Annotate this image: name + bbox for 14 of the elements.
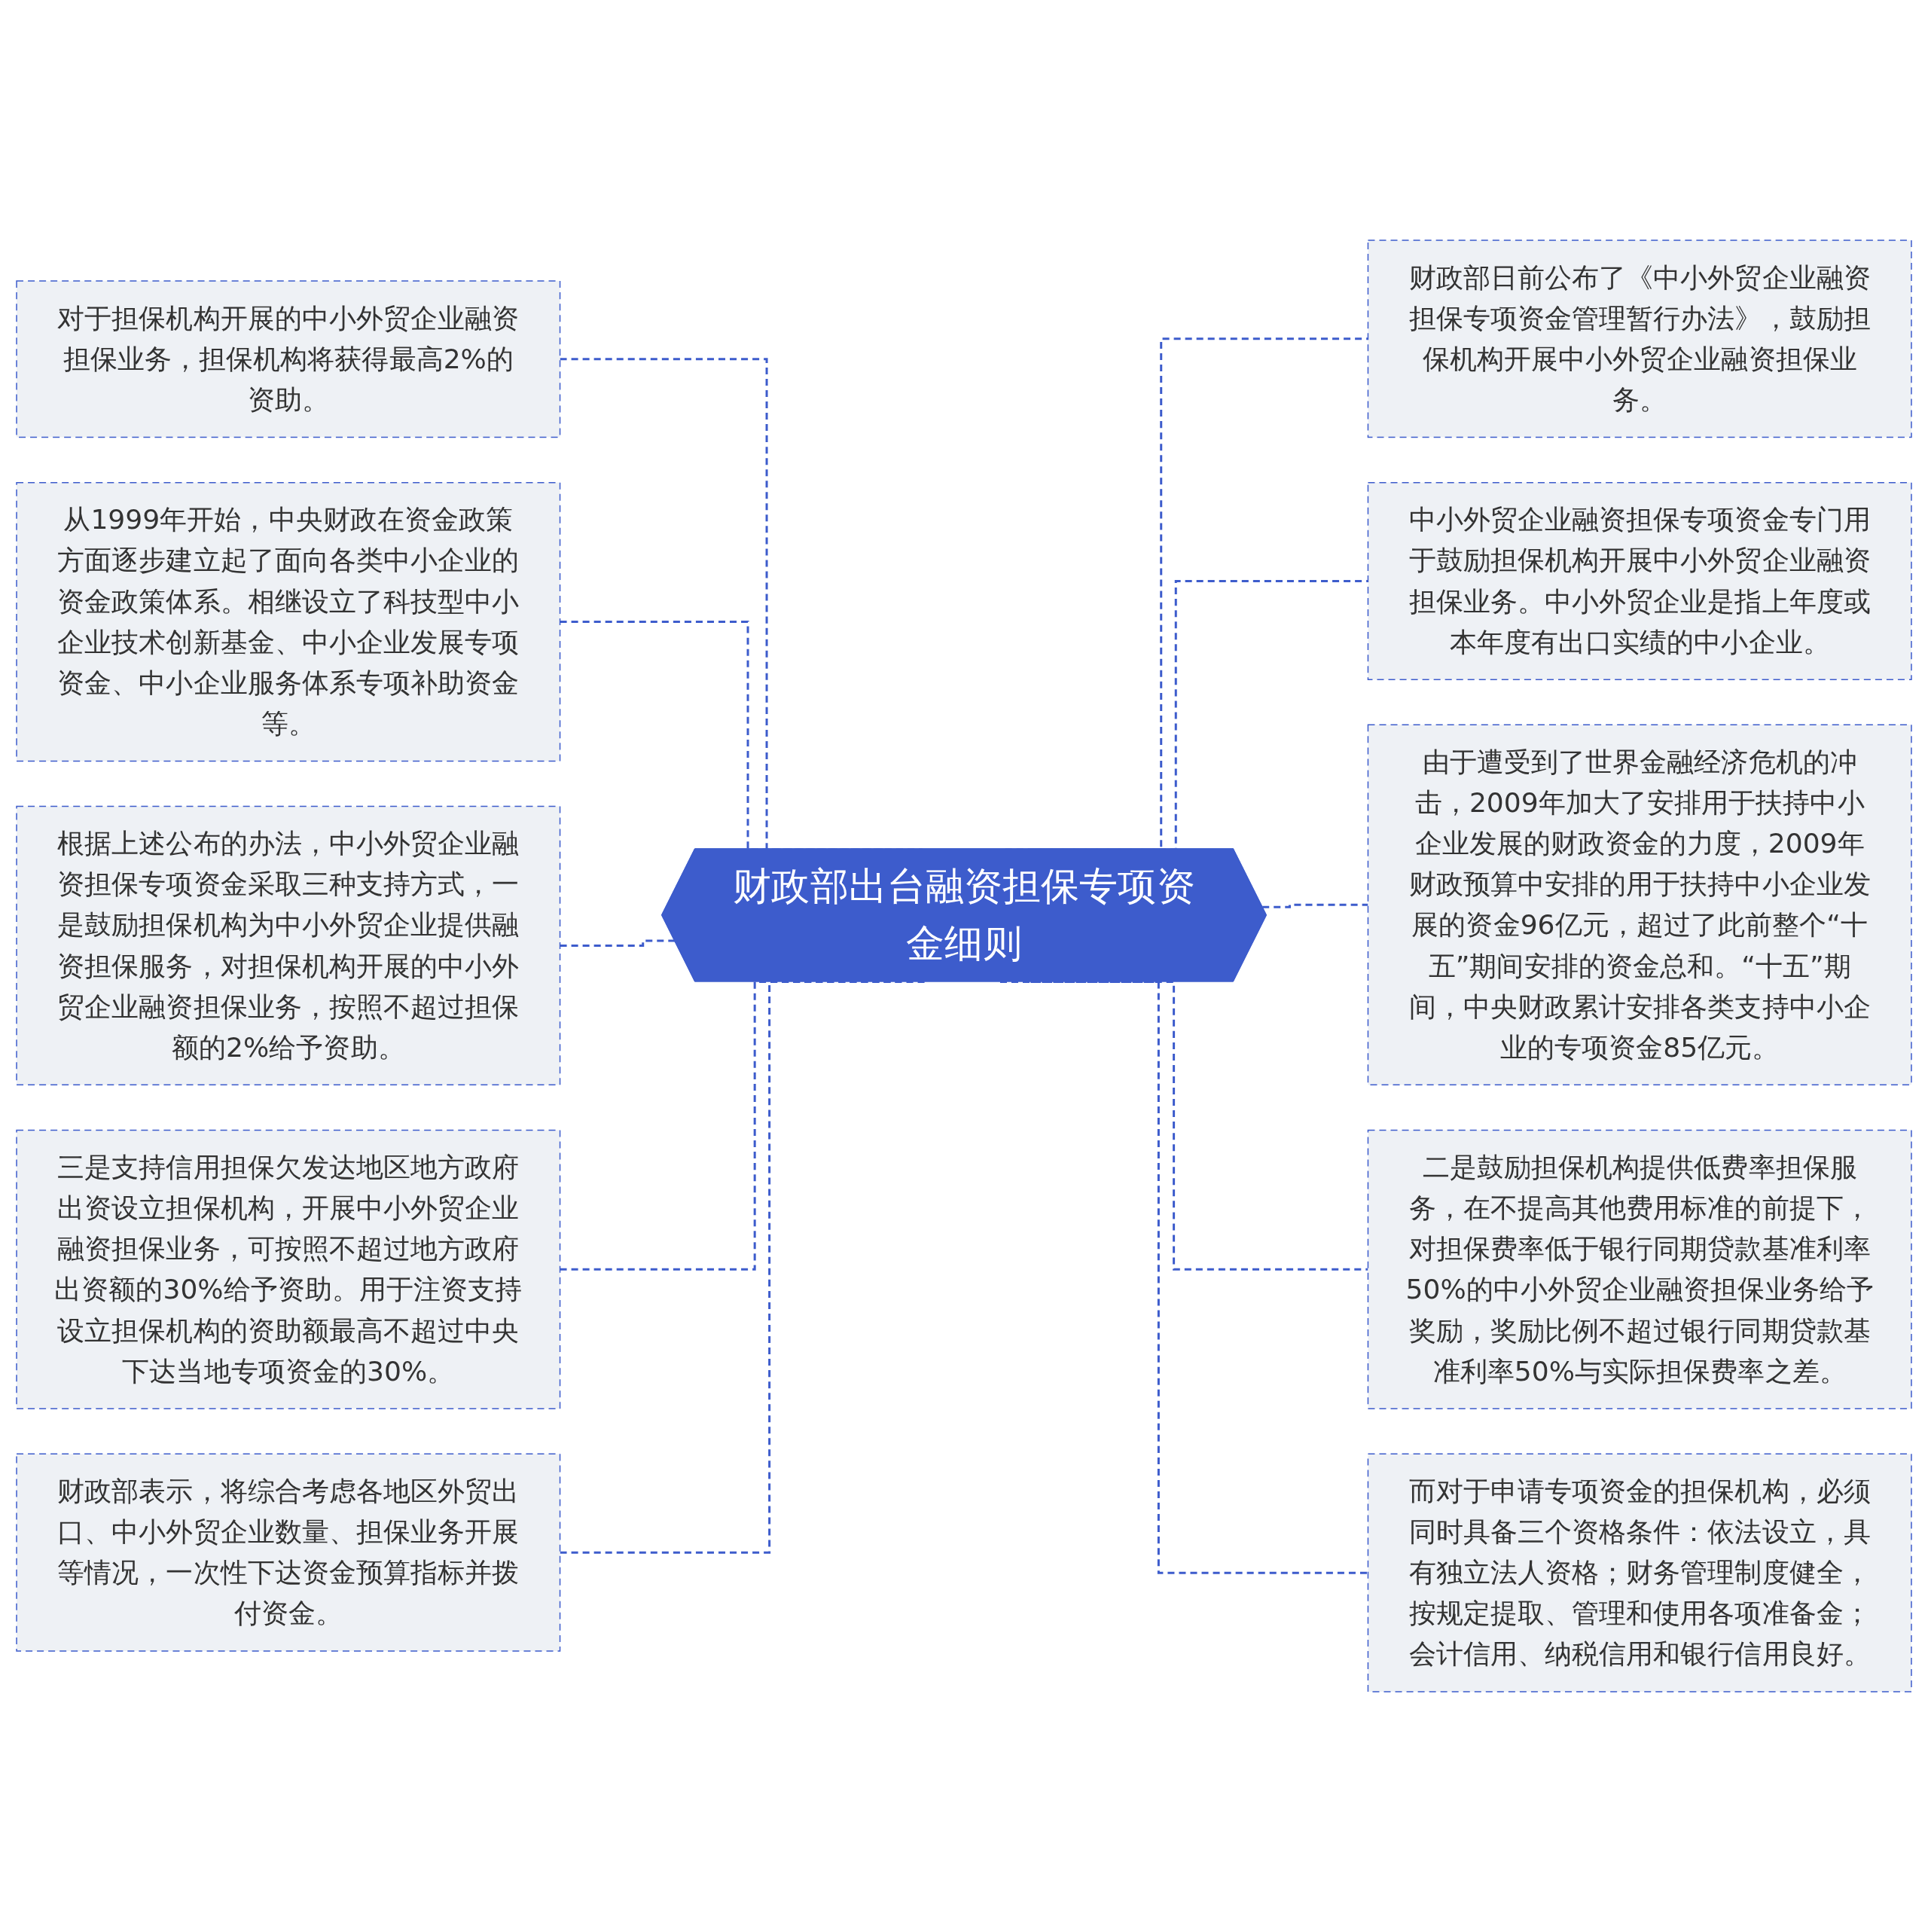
connector bbox=[560, 939, 676, 947]
node-box: 从1999年开始，中央财政在资金政策方面逐步建立起了面向各类中小企业的资金政策体系。相继设立了科技型中小企业技术创新基金、中小企业发展专项资金、中小企业服务体系专项补助资金等。 bbox=[16, 481, 561, 762]
connector bbox=[1030, 981, 1368, 1271]
connector bbox=[999, 981, 1368, 1574]
node-box: 根据上述公布的办法，中小外贸企业融资担保专项资金采取三种支持方式，一是鼓励担保机构为中小外贸企业提供融资担保服务，对担保机构开展的中小外贸企业融资担保业务，按照不超过担保额的2%给予资助。 bbox=[16, 805, 561, 1086]
node-box: 对于担保机构开展的中小外贸企业融资担保业务，担保机构将获得最高2%的资助。 bbox=[16, 280, 561, 438]
node-box: 财政部日前公布了《中小外贸企业融资担保专项资金管理暂行办法》，鼓励担保机构开展中小外贸企业融资担保业务。 bbox=[1367, 240, 1912, 438]
node-box: 由于遭受到了世界金融经济危机的冲击，2009年加大了安排用于扶持中小企业发展的财政资金的力度，2009年财政预算中安排的用于扶持中小企业发展的资金96亿元，超过了此前整个“十五”期间安排的资金总和。“十五”期间，中央财政累计安排各类支持中小企业的专项资金85亿元。 bbox=[1367, 724, 1912, 1086]
connector bbox=[1262, 903, 1368, 908]
node-box: 而对于申请专项资金的担保机构，必须同时具备三个资格条件：依法设立，具有独立法人资格；财务管理制度健全，按规定提取、管理和使用各项准备金；会计信用、纳税信用和银行信用良好。 bbox=[1367, 1453, 1912, 1692]
node-box: 中小外贸企业融资担保专项资金专门用于鼓励担保机构开展中小外贸企业融资担保业务。中小外贸企业是指上年度或本年度有出口实绩的中小企业。 bbox=[1367, 481, 1912, 680]
node-box: 财政部表示，将综合考虑各地区外贸出口、中小外贸企业数量、担保业务开展等情况，一次性下达资金预算指标并拨付资金。 bbox=[16, 1453, 561, 1652]
node-box: 三是支持信用担保欠发达地区地方政府出资设立担保机构，开展中小外贸企业融资担保业务，可按照不超过地方政府出资额的30%给予资助。用于注资支持设立担保机构的资助额最高不超过中央下达当地专项资金的30%。 bbox=[16, 1129, 561, 1409]
node-box: 二是鼓励担保机构提供低费率担保服务，在不提高其他费用标准的前提下，对担保费率低于银行同期贷款基准利率50%的中小外贸企业融资担保业务给予奖励，奖励比例不超过银行同期贷款基准利率50%与实际担保费率之差。 bbox=[1367, 1129, 1912, 1409]
